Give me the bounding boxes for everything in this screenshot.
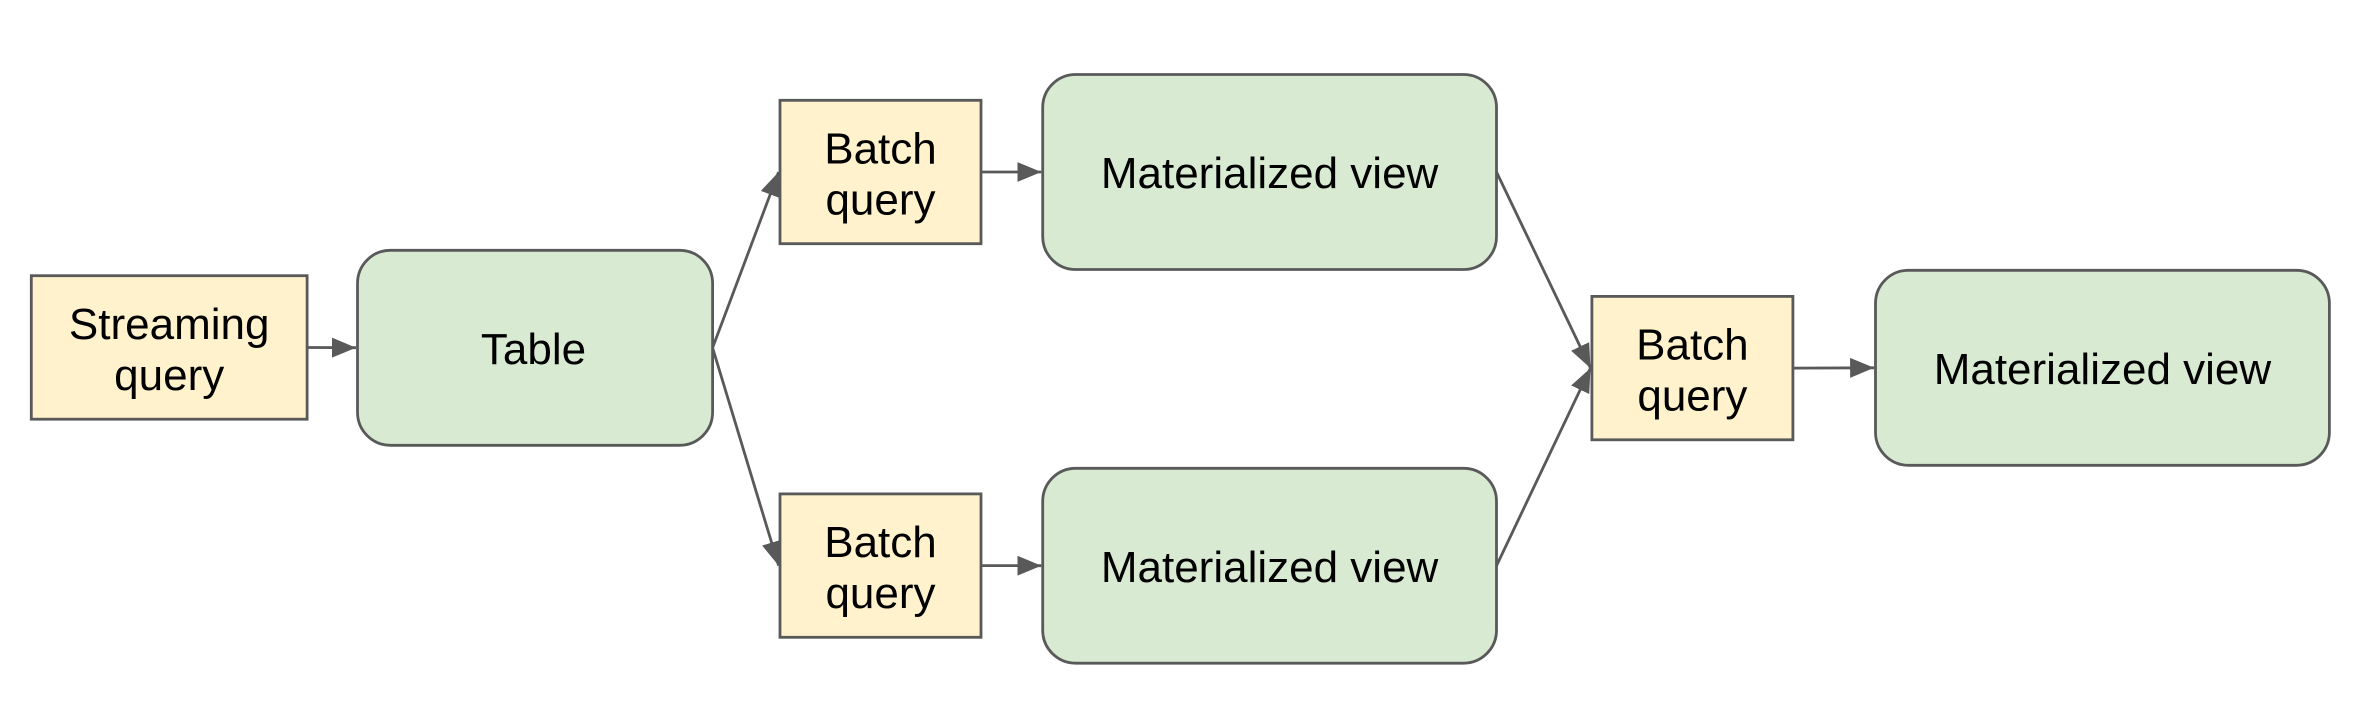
svg-text:Materialized view: Materialized view bbox=[1934, 345, 2272, 394]
svg-text:Materialized view: Materialized view bbox=[1101, 543, 1439, 592]
svg-text:query: query bbox=[825, 569, 935, 618]
svg-text:Streaming: Streaming bbox=[69, 300, 270, 349]
svg-text:Table: Table bbox=[481, 325, 586, 374]
svg-text:Materialized view: Materialized view bbox=[1101, 149, 1439, 198]
svg-text:query: query bbox=[825, 176, 935, 225]
svg-text:query: query bbox=[114, 351, 224, 400]
svg-text:Batch: Batch bbox=[824, 124, 937, 173]
svg-text:query: query bbox=[1637, 372, 1747, 421]
svg-text:Batch: Batch bbox=[1636, 320, 1749, 369]
svg-text:Batch: Batch bbox=[824, 518, 937, 567]
